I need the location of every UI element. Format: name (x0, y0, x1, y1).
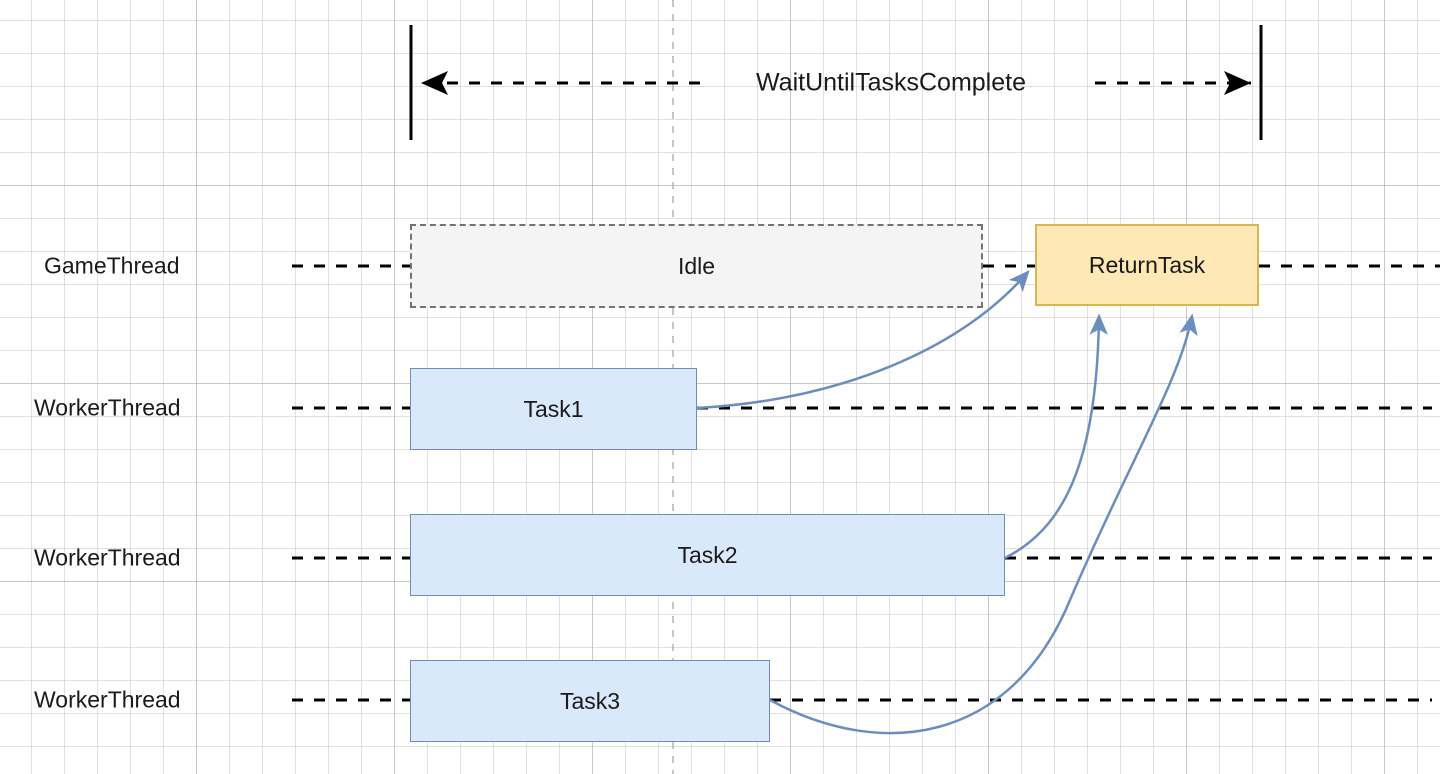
span-marker-label: WaitUntilTasksComplete (756, 68, 1026, 97)
block-idle-label: Idle (677, 252, 716, 279)
block-returntask-label: ReturnTask (1088, 251, 1206, 278)
connector-task2-to-returntask (1004, 313, 1109, 560)
lane-label-workerthread-1: WorkerThread (34, 394, 181, 421)
block-task2[interactable]: Task2 (410, 514, 1005, 596)
block-idle[interactable]: Idle (410, 224, 983, 308)
block-task1-label: Task1 (523, 395, 584, 422)
lane-label-gamethread: GameThread (44, 252, 180, 279)
block-task1[interactable]: Task1 (410, 368, 697, 450)
block-returntask[interactable]: ReturnTask (1035, 224, 1259, 306)
lane-label-workerthread-3: WorkerThread (34, 686, 181, 713)
lane-label-workerthread-2: WorkerThread (34, 544, 181, 571)
block-task3[interactable]: Task3 (410, 660, 770, 742)
block-task2-label: Task2 (677, 541, 738, 568)
block-task3-label: Task3 (559, 687, 621, 714)
